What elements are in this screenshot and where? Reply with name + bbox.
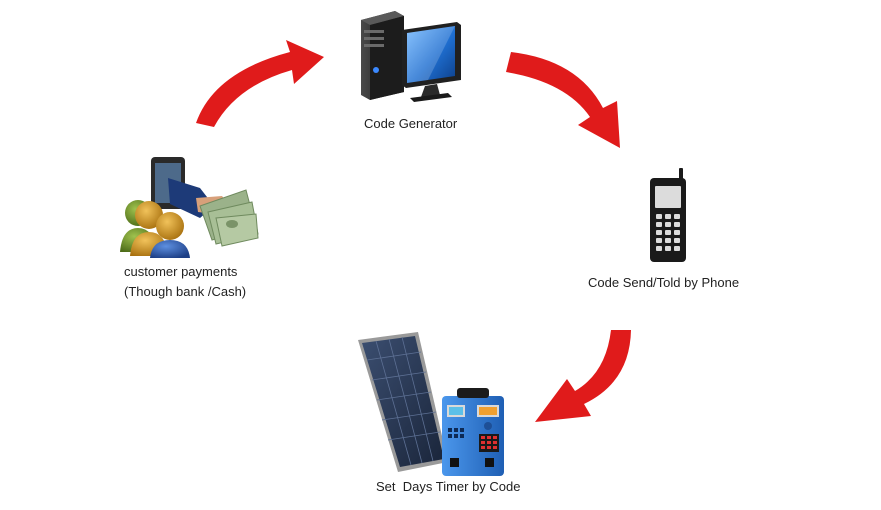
mobile-phone-icon [650,168,686,262]
arrow-generator-to-phone [506,52,620,148]
phone-step-label: Code Send/Told by Phone [588,275,740,290]
solar-kit-label: Set Days Timer by Code [376,479,521,494]
customer-payments-label-line2: (Though bank /Cash) [124,284,247,299]
arrow-customer-to-generator [196,40,324,127]
customer-payments-label: customer payments (Though bank /Cash) [124,262,246,302]
customer-payments-label-line1: customer payments [124,264,238,279]
desktop-computer-icon [361,11,461,102]
solar-panel-power-box-icon [358,332,504,476]
code-generator-label: Code Generator [364,116,458,131]
customers-payment-cash-icon [120,157,259,258]
arrow-phone-to-solar-kit [535,330,631,422]
